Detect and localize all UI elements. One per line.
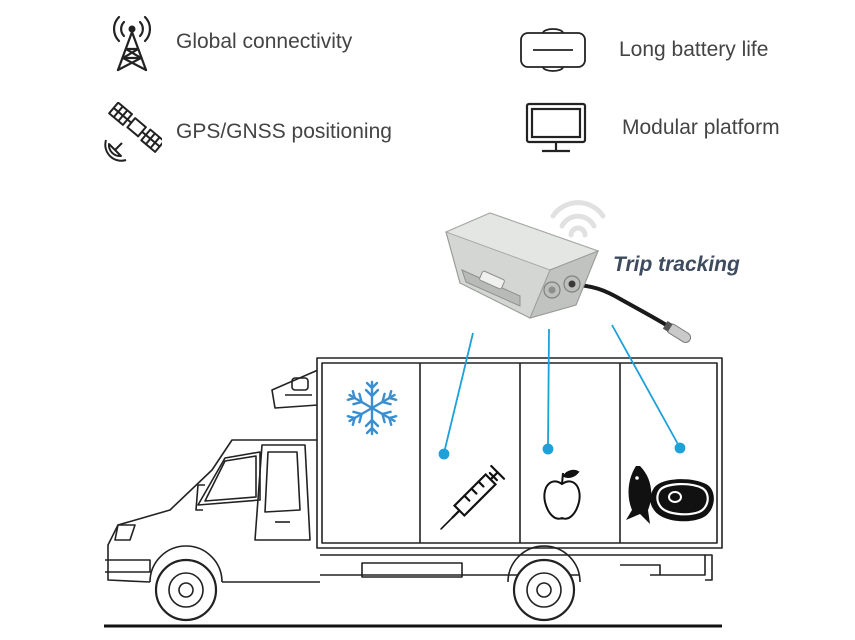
connector-line-fish bbox=[611, 324, 680, 447]
trip-tracking-label: Trip tracking bbox=[613, 253, 740, 276]
connector-line-syringe bbox=[443, 332, 474, 454]
tracking-device bbox=[444, 212, 692, 343]
feature-label: Modular platform bbox=[622, 116, 780, 139]
wifi-icon bbox=[550, 200, 606, 238]
feature-global-connectivity: Global connectivity bbox=[102, 12, 352, 72]
feature-long-battery-life: Long battery life bbox=[517, 20, 768, 80]
connector-line-apple bbox=[547, 328, 550, 448]
monitor-icon bbox=[525, 102, 587, 153]
connector-dot-syringe bbox=[438, 448, 450, 460]
connector-dot-fish bbox=[674, 442, 686, 454]
apple-icon bbox=[543, 469, 581, 520]
feature-label: GPS/GNSS positioning bbox=[176, 120, 392, 143]
feature-gps-positioning: GPS/GNSS positioning bbox=[102, 102, 392, 162]
connector-lines bbox=[438, 324, 686, 460]
syringe-icon bbox=[440, 464, 506, 530]
cell-tower-icon bbox=[112, 15, 152, 72]
battery-device-icon bbox=[520, 28, 586, 72]
truck bbox=[105, 357, 723, 622]
feature-label: Long battery life bbox=[619, 38, 769, 61]
satellite-icon bbox=[104, 102, 162, 162]
feature-modular-platform: Modular platform bbox=[524, 98, 780, 158]
snowflake-icon bbox=[345, 380, 399, 436]
feature-label: Global connectivity bbox=[176, 30, 353, 53]
steak-icon bbox=[650, 479, 714, 522]
connector-dot-apple bbox=[542, 443, 554, 455]
fish-icon bbox=[626, 466, 652, 524]
